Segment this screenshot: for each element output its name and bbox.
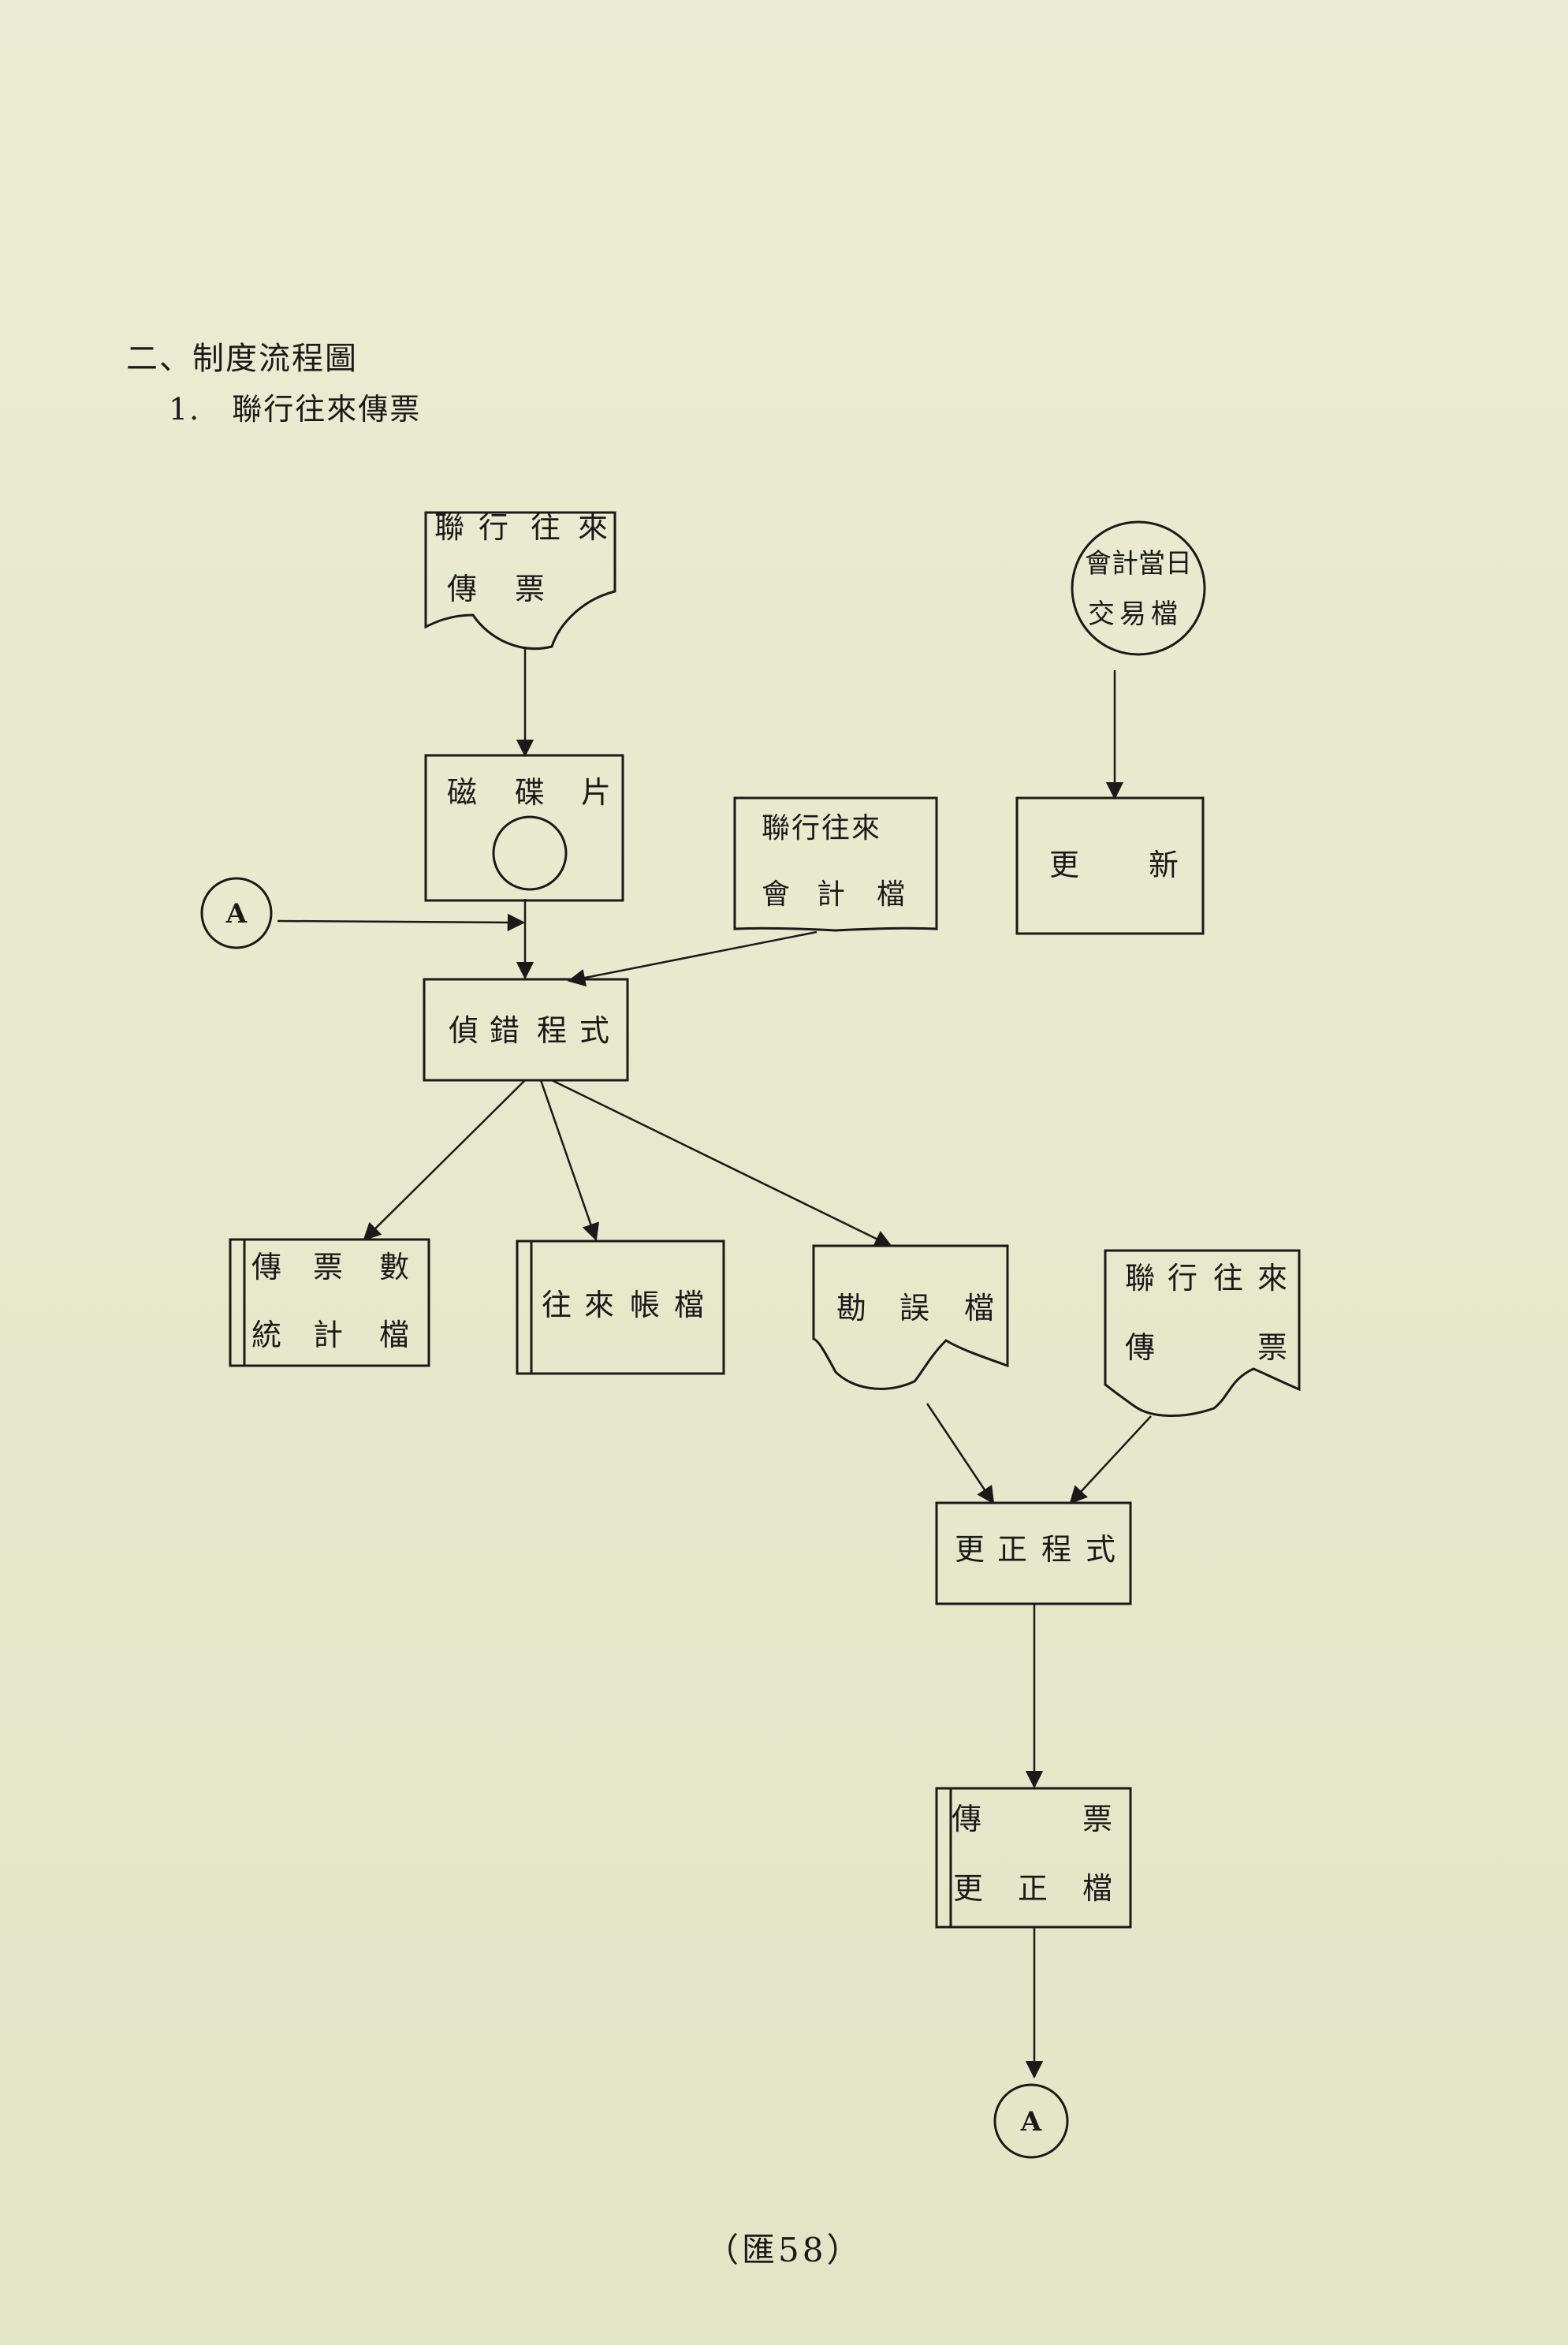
update-char: 更 [1049, 848, 1079, 882]
slip-right-char: 行 [1168, 1261, 1197, 1296]
ledger-char: 檔 [674, 1288, 704, 1322]
edge-validation-to-error [551, 1079, 893, 1247]
node-validation-program: 偵 錯 程 式 [423, 978, 629, 1082]
node-interbank-slip-right: 聯 行 往 來 傳 票 [1104, 1249, 1301, 1418]
corr-file-char: 票 [1082, 1802, 1112, 1836]
node-update: 更 新 [1015, 796, 1205, 935]
ledger-char: 來 [584, 1288, 614, 1322]
corr-file-char: 正 [1018, 1871, 1048, 1906]
node-interbank-accounting-file: 聯行往來 會 計 檔 [733, 796, 938, 932]
disk-char: 磁 [447, 775, 477, 810]
connector-label: A [225, 898, 248, 930]
error-char: 誤 [899, 1291, 929, 1325]
validation-char: 程 [537, 1013, 567, 1048]
slip-right-char: 票 [1257, 1330, 1287, 1365]
stats-char: 票 [313, 1250, 343, 1284]
slip-right-char: 聯 [1125, 1261, 1155, 1296]
disk-icon [492, 815, 568, 891]
node-error-file: 勘 誤 檔 [812, 1244, 1009, 1390]
accounting-char: 檔 [877, 878, 905, 911]
page-number: （匯58） [706, 2231, 863, 2269]
error-char: 勘 [836, 1291, 866, 1325]
node-correction-program: 更 正 程 式 [935, 1501, 1132, 1605]
node-disk: 磁 碟 片 [424, 754, 624, 902]
slip-right-char: 傳 [1125, 1330, 1155, 1365]
edge-accounting-to-validation [567, 930, 818, 987]
stats-char: 檔 [379, 1318, 409, 1352]
node-connector-a-top: A [200, 877, 273, 949]
node-connector-a-bottom: A [993, 2083, 1069, 2159]
node-slip-correction-file: 傳 票 更 正 檔 [935, 1787, 1132, 1929]
slip-char: 行 [479, 510, 508, 545]
edge-slipright-to-correction [1069, 1415, 1152, 1504]
ledger-char: 往 [542, 1288, 572, 1322]
subsection-title: 1. 聯行往來傳票 [169, 392, 422, 427]
validation-char: 錯 [490, 1013, 520, 1048]
slip-right-char: 來 [1257, 1261, 1287, 1296]
daily-file-line1: 會計當日 [1085, 548, 1192, 580]
daily-file-line2: 交易檔 [1088, 598, 1183, 630]
node-daily-transaction-file: 會計當日 交易檔 [1071, 520, 1206, 656]
slip-char: 來 [578, 510, 608, 545]
stats-char: 計 [313, 1318, 343, 1352]
correction-char: 程 [1041, 1532, 1071, 1567]
corr-file-char: 更 [953, 1871, 983, 1906]
edge-a-to-validation [277, 913, 526, 932]
validation-char: 偵 [449, 1013, 479, 1048]
correction-char: 式 [1086, 1532, 1115, 1567]
section-title: 二、制度流程圖 [126, 341, 358, 377]
node-interbank-slip: 聯 行 往 來 傳 票 [424, 510, 616, 651]
slip-char: 票 [515, 572, 545, 606]
validation-char: 式 [579, 1013, 609, 1048]
accounting-char: 會 [762, 878, 790, 911]
update-char: 新 [1149, 848, 1179, 882]
corr-file-char: 傳 [952, 1802, 981, 1836]
disk-char: 片 [581, 775, 611, 810]
stats-char: 數 [379, 1250, 409, 1284]
error-char: 檔 [964, 1291, 994, 1325]
edge-error-to-correction [926, 1403, 995, 1504]
connector-label: A [1020, 2106, 1042, 2138]
stats-char: 傳 [251, 1250, 281, 1284]
disk-char: 碟 [515, 775, 545, 810]
corr-file-char: 檔 [1082, 1871, 1112, 1906]
correction-char: 更 [955, 1532, 985, 1567]
edge-validation-to-stats [363, 1079, 526, 1241]
accounting-char: 計 [817, 878, 845, 911]
slip-right-char: 往 [1213, 1261, 1243, 1296]
slip-char: 傳 [447, 572, 477, 606]
accounting-file-line1: 聯行往來 [762, 812, 881, 844]
slip-char: 聯 [434, 510, 464, 545]
node-ledger-file: 往 來 帳 檔 [516, 1240, 725, 1375]
flow-edges [277, 647, 1152, 2079]
ledger-char: 帳 [630, 1288, 660, 1322]
stats-char: 統 [251, 1318, 281, 1352]
slip-char: 往 [531, 510, 561, 545]
correction-char: 正 [997, 1532, 1027, 1567]
edge-validation-to-ledger [539, 1079, 599, 1242]
node-slip-statistics-file: 傳 票 數 統 計 檔 [229, 1238, 430, 1367]
